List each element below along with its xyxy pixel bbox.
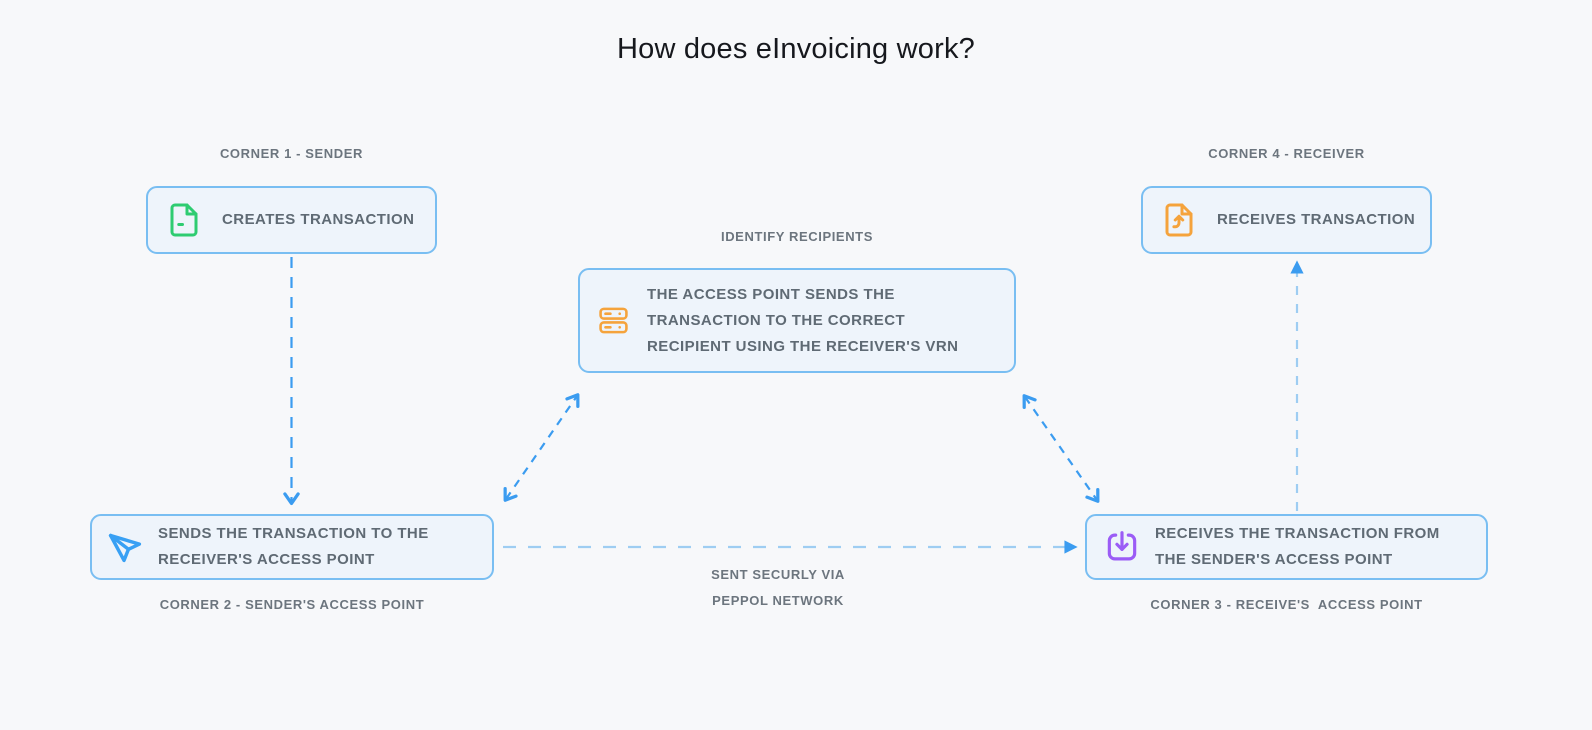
- server-icon: [598, 305, 629, 336]
- corner1-label: CORNER 1 - SENDER: [219, 146, 364, 161]
- center-text: THE ACCESS POINT SENDS THE TRANSACTION T…: [647, 285, 959, 355]
- arrow-corner2-center-bidirectional: [503, 393, 580, 502]
- corner3-text: RECEIVES THE TRANSACTION FROM THE SENDER…: [1155, 525, 1440, 568]
- paper-plane-icon: [102, 524, 148, 570]
- corner1-text: CREATES TRANSACTION: [222, 211, 415, 228]
- center-label: IDENTIFY RECIPIENTS: [720, 229, 873, 244]
- file-arrow-up-icon: [1161, 202, 1197, 238]
- corner2-box: SENDS THE TRANSACTION TO THE RECEIVER'S …: [90, 514, 494, 580]
- corner4-box: RECEIVES TRANSACTION: [1141, 186, 1432, 254]
- peppol-network-note: SENT SECURLY VIA PEPPOL NETWORK: [711, 567, 845, 608]
- corner2-text: SENDS THE TRANSACTION TO THE RECEIVER'S …: [158, 525, 429, 568]
- corner4-label: CORNER 4 - RECEIVER: [1208, 146, 1365, 161]
- center-box: THE ACCESS POINT SENDS THE TRANSACTION T…: [578, 268, 1016, 373]
- page-title: How does eInvoicing work?: [616, 33, 975, 65]
- corner3-label: CORNER 3 - RECEIVE'S ACCESS POINT: [1150, 597, 1423, 612]
- file-icon: [166, 202, 202, 238]
- corner2-label: CORNER 2 - SENDER'S ACCESS POINT: [159, 597, 425, 612]
- corner4-text: RECEIVES TRANSACTION: [1217, 211, 1416, 228]
- download-icon: [1103, 528, 1141, 566]
- corner1-box: CREATES TRANSACTION: [146, 186, 437, 254]
- corner3-box: RECEIVES THE TRANSACTION FROM THE SENDER…: [1085, 514, 1488, 580]
- arrow-center-corner3-bidirectional: [1022, 394, 1100, 503]
